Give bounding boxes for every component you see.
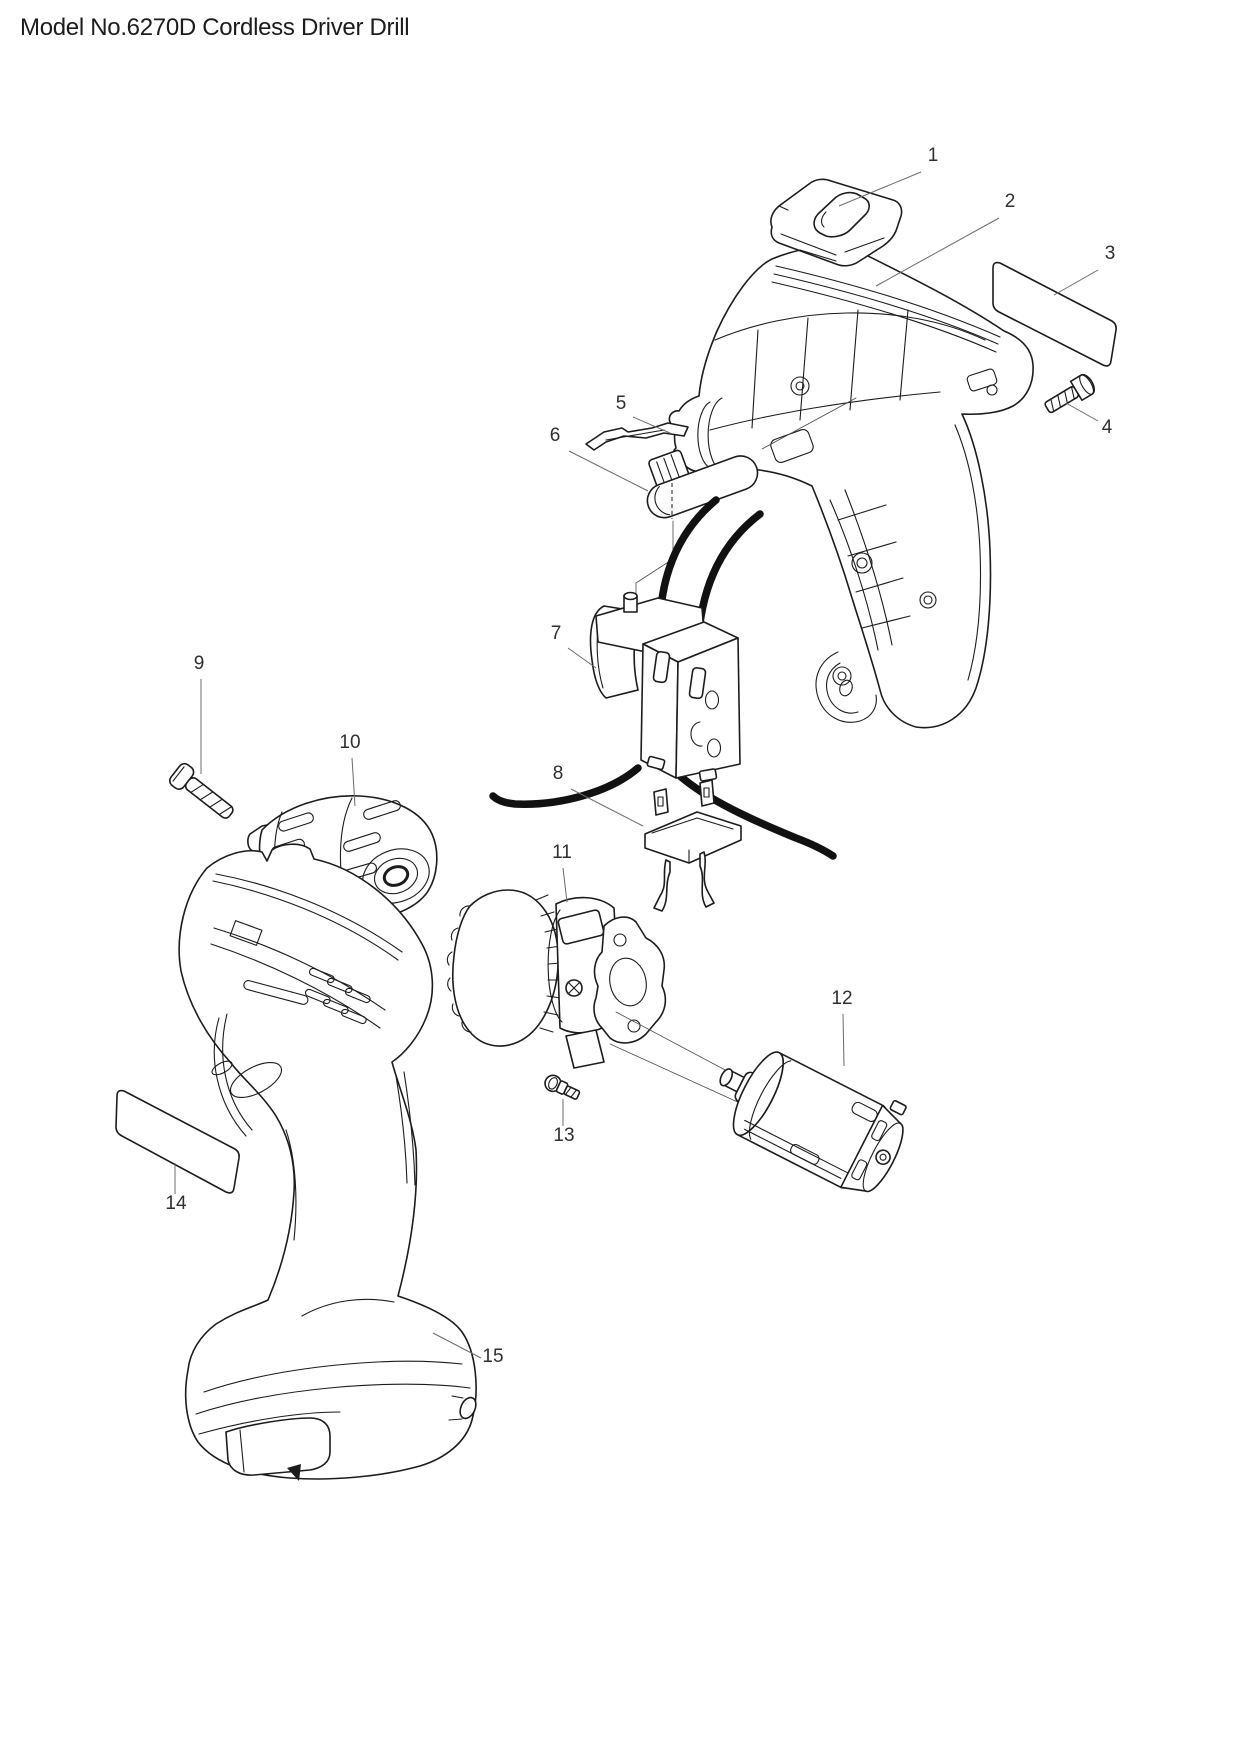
callout-10: 10 — [339, 732, 360, 753]
callout-14: 14 — [165, 1193, 187, 1214]
part-15-housing-left — [178, 843, 477, 1481]
part-2-housing-right — [668, 246, 1034, 729]
part-8-terminal — [644, 779, 742, 912]
callout-3: 3 — [1105, 243, 1116, 264]
leader-line-7 — [567, 647, 597, 669]
callout-1: 1 — [928, 145, 939, 166]
leader-line-8 — [570, 788, 644, 827]
leader-line-2 — [875, 217, 1000, 287]
leader-line-15 — [432, 1332, 482, 1359]
callout-5: 5 — [616, 393, 627, 414]
part-13-screw — [544, 1074, 581, 1100]
leader-line-5 — [632, 416, 671, 434]
part-4-screw — [1044, 373, 1096, 414]
leader-line-6 — [568, 450, 649, 492]
leader-line-3 — [1053, 269, 1099, 296]
page-title: Model No.6270D Cordless Driver Drill — [20, 14, 410, 41]
callout-4: 4 — [1102, 417, 1113, 438]
callout-11: 11 — [552, 842, 572, 863]
leader-line-10 — [351, 757, 356, 807]
callout-13: 13 — [553, 1125, 574, 1146]
callout-8: 8 — [553, 763, 564, 784]
callout-6: 6 — [550, 425, 561, 446]
part-11-gear-assembly — [446, 889, 745, 1105]
part-3-nameplate — [992, 261, 1117, 367]
part-14-nameplate — [115, 1089, 240, 1194]
callout-2: 2 — [1005, 191, 1016, 212]
part-1-switch-cover — [770, 178, 903, 267]
leader-line-4 — [1065, 402, 1099, 422]
callout-9: 9 — [194, 653, 205, 674]
part-5-lever — [585, 422, 689, 451]
callout-15: 15 — [482, 1346, 503, 1367]
part-6-slide-button — [635, 397, 857, 618]
callout-7: 7 — [551, 623, 562, 644]
leader-line-12 — [842, 1013, 845, 1067]
callout-12: 12 — [831, 988, 852, 1009]
part-9-screw — [169, 762, 234, 819]
part-12-motor — [719, 1051, 907, 1193]
part-7-switch — [489, 496, 837, 860]
leader-line-1 — [838, 171, 922, 207]
leader-line-11 — [562, 867, 568, 903]
